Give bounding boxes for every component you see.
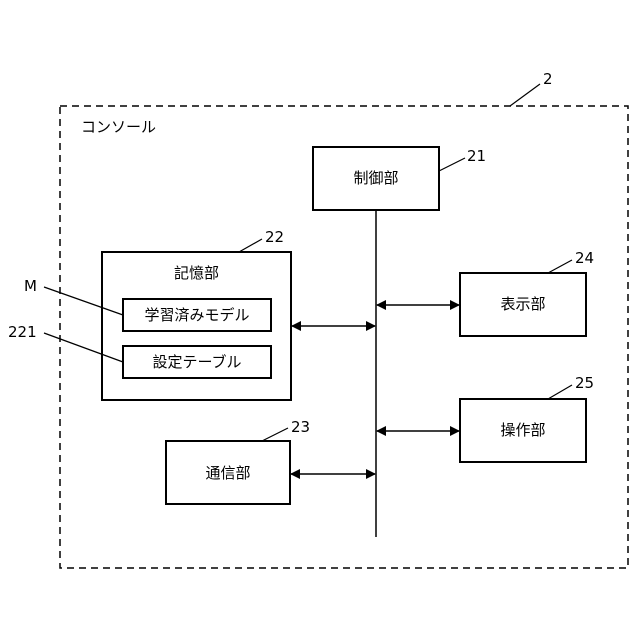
model-label: 学習済みモデル: [123, 306, 271, 324]
storage-ref: 22: [265, 228, 284, 246]
storage-label: 記憶部: [102, 264, 291, 282]
display-label: 表示部: [460, 295, 586, 313]
communication-ref-leader: [262, 428, 288, 441]
display-ref: 24: [575, 249, 594, 267]
table-label: 設定テーブル: [123, 353, 271, 371]
console-label: コンソール: [81, 118, 156, 136]
operation-ref: 25: [575, 374, 594, 392]
operation-label: 操作部: [460, 421, 586, 439]
control-label: 制御部: [313, 169, 439, 187]
control-ref-leader: [439, 158, 465, 171]
operation-ref-leader: [548, 385, 572, 399]
control-ref: 21: [467, 147, 486, 165]
console-ref: 2: [543, 70, 553, 88]
communication-ref: 23: [291, 418, 310, 436]
table-ref: 221: [8, 323, 37, 341]
communication-label: 通信部: [166, 464, 290, 482]
console-ref-leader: [510, 84, 540, 106]
model-ref: M: [24, 277, 37, 295]
storage-ref-leader: [239, 239, 262, 252]
display-ref-leader: [548, 260, 572, 273]
